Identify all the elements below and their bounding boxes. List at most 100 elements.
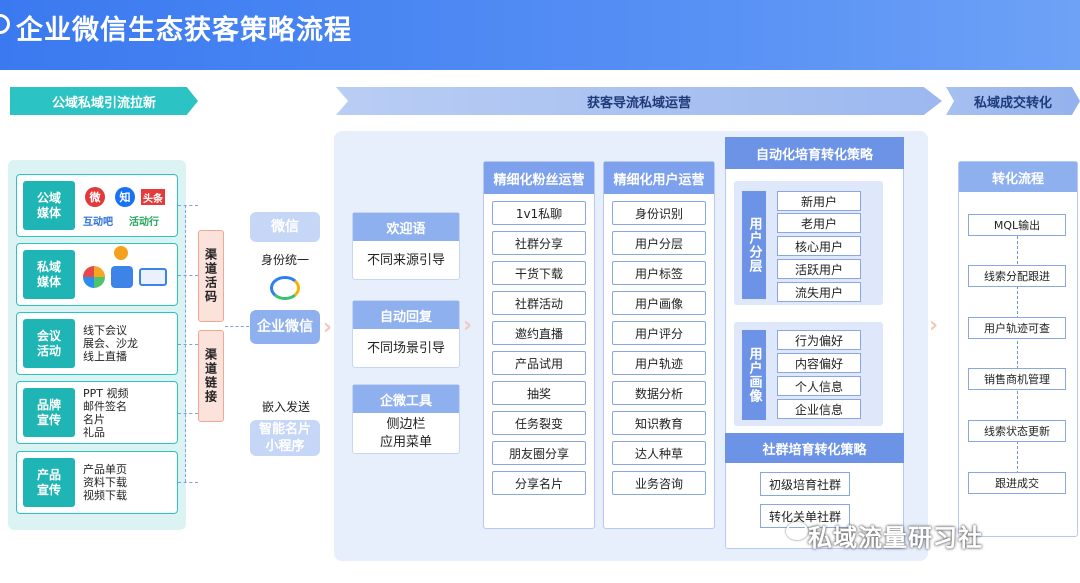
source-line: 产品单页 [83,463,127,476]
connector-line [178,275,198,276]
portrait-chip: 企业信息 [777,399,861,419]
wechat-pill: 微信 [250,212,320,242]
source-label: 品牌 宣传 [23,388,75,437]
source-row-public: 公域 媒体 微 知 头条 互动吧 活动行 [16,174,178,237]
connector-line [178,413,198,414]
embed-label: 嵌入发送 [262,400,311,414]
miniprogram-icon [114,246,128,260]
fans-ops-item: 1v1私聊 [492,201,586,225]
column-header: 精细化粉丝运营 [484,162,594,194]
source-line: 礼品 [83,426,105,439]
source-label: 会议 活动 [23,319,75,368]
auto-strategy-header: 自动化培育转化策略 [725,137,904,169]
page-title: 企业微信生态获客策略流程 [16,15,352,46]
channel-link-box: 渠道链接 [198,330,224,422]
layer-chip: 新用户 [777,191,861,211]
flow-step: 线索分配跟进 [968,265,1066,287]
user-ops-item: 数据分析 [612,381,706,405]
fans-ops-item: 分享名片 [492,471,586,495]
hudongba-logo: 互动吧 [83,217,113,228]
fans-ops-item: 邀约直播 [492,321,586,345]
chevron-right-icon: › [929,313,939,338]
flow-step: 销售商机管理 [968,368,1066,390]
user-ops-item: 知识教育 [612,411,706,435]
flow-step: 用户轨迹可查 [968,317,1066,339]
source-line: 线下会议 [83,324,127,337]
source-line: PPT 视频 [83,387,129,400]
flow-step: 跟进成交 [968,472,1066,494]
user-ops-item: 身份识别 [612,201,706,225]
source-lines: 线下会议 展会、沙龙 线上直播 [83,324,138,363]
group-strategy-header: 社群培育转化策略 [725,433,904,463]
user-ops-item: 达人种草 [612,441,706,465]
layer-chip: 老用户 [777,213,861,233]
user-ops-item: 业务咨询 [612,471,706,495]
watermark: 私域流量研习社 [808,524,983,552]
card-header: 自动回复 [353,301,459,329]
weibo-icon: 微 [85,187,105,207]
source-line: 名片 [83,413,105,426]
business-card-icon [139,268,167,286]
source-line: 视频下载 [83,489,127,502]
fans-ops-item: 抽奖 [492,381,586,405]
chevron-right-icon: › [463,313,473,338]
welcome-card: 欢迎语 不同来源引导 [352,212,460,280]
layer-chip: 核心用户 [777,236,861,256]
identity-label: 身份统一 [261,253,310,267]
source-label: 公域 媒体 [23,181,75,230]
wecom-logo-icon [270,276,300,300]
user-ops-item: 用户画像 [612,291,706,315]
group-chip: 初级培育社群 [760,472,850,496]
phase-banner-2: 获客导流私域运营 [336,87,942,115]
fans-ops-item: 社群活动 [492,291,586,315]
phase-banner-1: 公域私域引流拉新 [10,87,198,115]
huodongxing-logo: 活动行 [129,217,159,228]
smartcard-pill: 智能名片 小程序 [250,420,320,456]
source-row-private: 私域 媒体 [16,243,178,306]
source-row-brand: 品牌 宣传 PPT 视频 邮件签名 名片 礼品 [16,381,178,444]
title-ring-icon [0,14,10,34]
source-line: 邮件签名 [83,400,127,413]
column-header: 精细化用户运营 [604,162,714,194]
portrait-chip: 行为偏好 [777,330,861,350]
user-ops-item: 用户分层 [612,231,706,255]
source-line: 线上直播 [83,350,127,363]
source-row-product: 产品 宣传 产品单页 资料下载 视频下载 [16,451,178,514]
browser-icon [111,266,133,288]
flow-connector [1017,236,1018,494]
connector-line [225,326,249,327]
flow-header: 转化流程 [959,162,1077,192]
tools-card: 企微工具 侧边栏 应用菜单 [352,384,460,454]
connector-line [178,482,198,483]
layer-chip: 流失用户 [777,282,861,302]
toutiao-icon: 头条 [141,189,165,205]
fans-ops-item: 社群分享 [492,231,586,255]
card-body: 不同来源引导 [366,253,445,268]
camera-aperture-icon [83,266,105,288]
fans-ops-item: 干货下载 [492,261,586,285]
user-ops-item: 用户评分 [612,321,706,345]
flow-step: MQL输出 [968,214,1066,236]
connector-line [178,344,198,345]
source-lines: PPT 视频 邮件签名 名片 礼品 [83,387,128,439]
chevron-right-icon: › [323,315,333,340]
source-label: 产品 宣传 [23,458,75,507]
source-lines: 产品单页 资料下载 视频下载 [83,463,127,502]
card-body: 侧边栏 应用菜单 [379,417,432,450]
title-bar [0,0,1080,70]
fans-ops-item: 朋友圈分享 [492,441,586,465]
auto-reply-card: 自动回复 不同场景引导 [352,300,460,368]
card-header: 欢迎语 [353,213,459,241]
zhihu-icon: 知 [115,187,135,207]
layer-chip: 活跃用户 [777,259,861,279]
source-label: 私域 媒体 [23,250,75,299]
portrait-chip: 内容偏好 [777,353,861,373]
layer-label: 用户分层 [742,191,766,299]
card-body: 不同场景引导 [366,341,445,356]
wechat-bubble-icon [786,522,808,540]
source-line: 资料下载 [83,476,127,489]
user-ops-item: 用户标签 [612,261,706,285]
phase-banner-3: 私域成交转化 [946,87,1080,115]
portrait-chip: 个人信息 [777,376,861,396]
source-line: 展会、沙龙 [83,337,138,350]
